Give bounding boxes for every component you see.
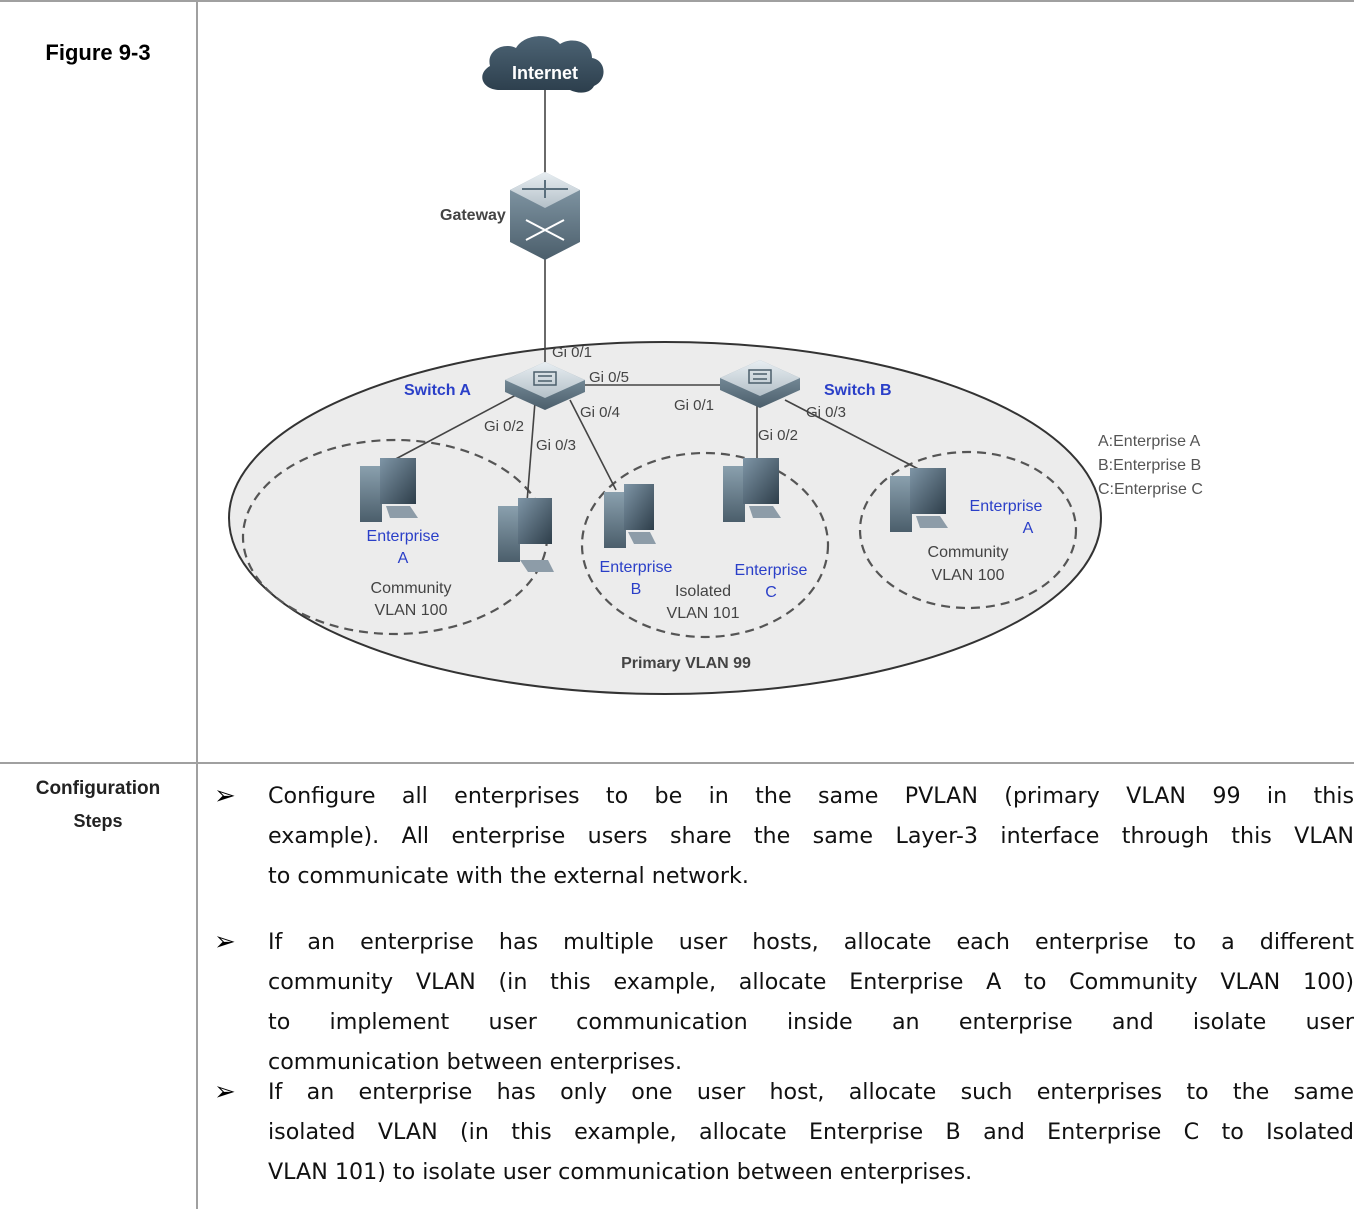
right-community-label: Community <box>928 544 1009 561</box>
right-community-vlan-label: VLAN 100 <box>932 567 1005 584</box>
port-label-a-gi05: Gi 0/5 <box>589 369 629 386</box>
pvlan-network-diagram: Internet Gateway Switch A Switch B Gi 0/… <box>228 36 1203 695</box>
left-community-label: Community <box>371 580 452 597</box>
table-top-border <box>0 0 1354 2</box>
host-label-right-a-name: Enterprise <box>970 498 1043 515</box>
pc-host-icon <box>723 458 781 522</box>
pc-host-icon <box>890 468 948 532</box>
isolated-vlan-area <box>580 451 830 639</box>
primary-vlan-label: Primary VLAN 99 <box>621 655 751 672</box>
host-label-left-a-letter: A <box>398 550 409 567</box>
table-row-divider <box>0 762 1354 764</box>
step-text-line: community VLAN (in this example, allocat… <box>268 969 1354 995</box>
legend-item-c: C:Enterprise C <box>1098 481 1203 498</box>
step-text-line: If an enterprise has multiple user hosts… <box>268 929 1354 955</box>
port-label-a-gi04: Gi 0/4 <box>580 404 620 421</box>
pc-host-icon <box>360 458 418 522</box>
switch-a-host-a2-link <box>526 401 536 503</box>
internet-label: Internet <box>512 63 578 83</box>
step-text-line: communication between enterprises. <box>268 1049 683 1075</box>
step-text-line: example). All enterprise users share the… <box>268 823 1354 849</box>
switch-b-host-a3-link <box>784 399 931 476</box>
gateway-label: Gateway <box>440 207 506 224</box>
arrow-bullet-icon: ➢ <box>214 927 236 957</box>
port-label-b-gi01: Gi 0/1 <box>674 397 714 414</box>
port-label-b-gi02: Gi 0/2 <box>758 427 798 444</box>
step-text-2: If an enterprise has multiple user hosts… <box>268 922 1354 1082</box>
step-text-line: to implement user communication inside a… <box>268 1009 1354 1035</box>
configuration-steps-label: Configuration Steps <box>0 772 196 838</box>
step-text-line: isolated VLAN (in this example, allocate… <box>268 1119 1354 1145</box>
port-label-a-gi02: Gi 0/2 <box>484 418 524 435</box>
host-label-c-name: Enterprise <box>735 562 808 579</box>
figure-label: Figure 9-3 <box>45 40 151 65</box>
legend-item-b: B:Enterprise B <box>1098 457 1201 474</box>
isolated-vlan-label: VLAN 101 <box>667 605 740 622</box>
arrow-bullet-icon: ➢ <box>214 781 236 811</box>
port-label-b-gi03: Gi 0/3 <box>806 404 846 421</box>
arrow-bullet-icon: ➢ <box>214 1077 236 1107</box>
switch-a-icon <box>505 362 585 410</box>
step-text-line: Configure all enterprises to be in the s… <box>268 783 1354 809</box>
host-label-left-a-name: Enterprise <box>367 528 440 545</box>
right-community-vlan-area <box>858 450 1078 610</box>
port-label-a-gi03: Gi 0/3 <box>536 437 576 454</box>
host-label-c-letter: C <box>765 584 777 601</box>
left-community-vlan-label: VLAN 100 <box>375 602 448 619</box>
switch-a-label: Switch A <box>404 382 471 399</box>
isolated-label: Isolated <box>675 583 731 600</box>
table-column-divider <box>196 0 198 1209</box>
pc-host-icon <box>604 484 656 548</box>
configuration-label-line: Configuration <box>35 778 161 799</box>
host-label-right-a-letter: A <box>1023 520 1034 537</box>
internet-cloud-icon: Internet <box>482 36 604 93</box>
steps-label-line: Steps <box>73 811 123 831</box>
switch-a-host-b-link <box>569 399 617 491</box>
host-label-b-name: Enterprise <box>600 559 673 576</box>
step-text-1: Configure all enterprises to be in the s… <box>268 776 1354 896</box>
host-label-b-letter: B <box>631 581 642 598</box>
legend-item-a: A:Enterprise A <box>1098 433 1201 450</box>
primary-vlan-area <box>228 341 1102 695</box>
port-label-a-gi01: Gi 0/1 <box>552 344 592 361</box>
step-text-line: If an enterprise has only one user host,… <box>268 1079 1354 1105</box>
switch-b-icon <box>720 360 800 408</box>
switch-b-label: Switch B <box>824 382 892 399</box>
pc-host-icon <box>498 498 554 572</box>
switch-a-host-a1-link <box>389 394 517 463</box>
step-text-line: to communicate with the external network… <box>268 863 749 889</box>
step-text-3: If an enterprise has only one user host,… <box>268 1072 1354 1192</box>
step-text-line: VLAN 101) to isolate user communication … <box>268 1159 973 1185</box>
gateway-router-icon <box>510 172 580 260</box>
